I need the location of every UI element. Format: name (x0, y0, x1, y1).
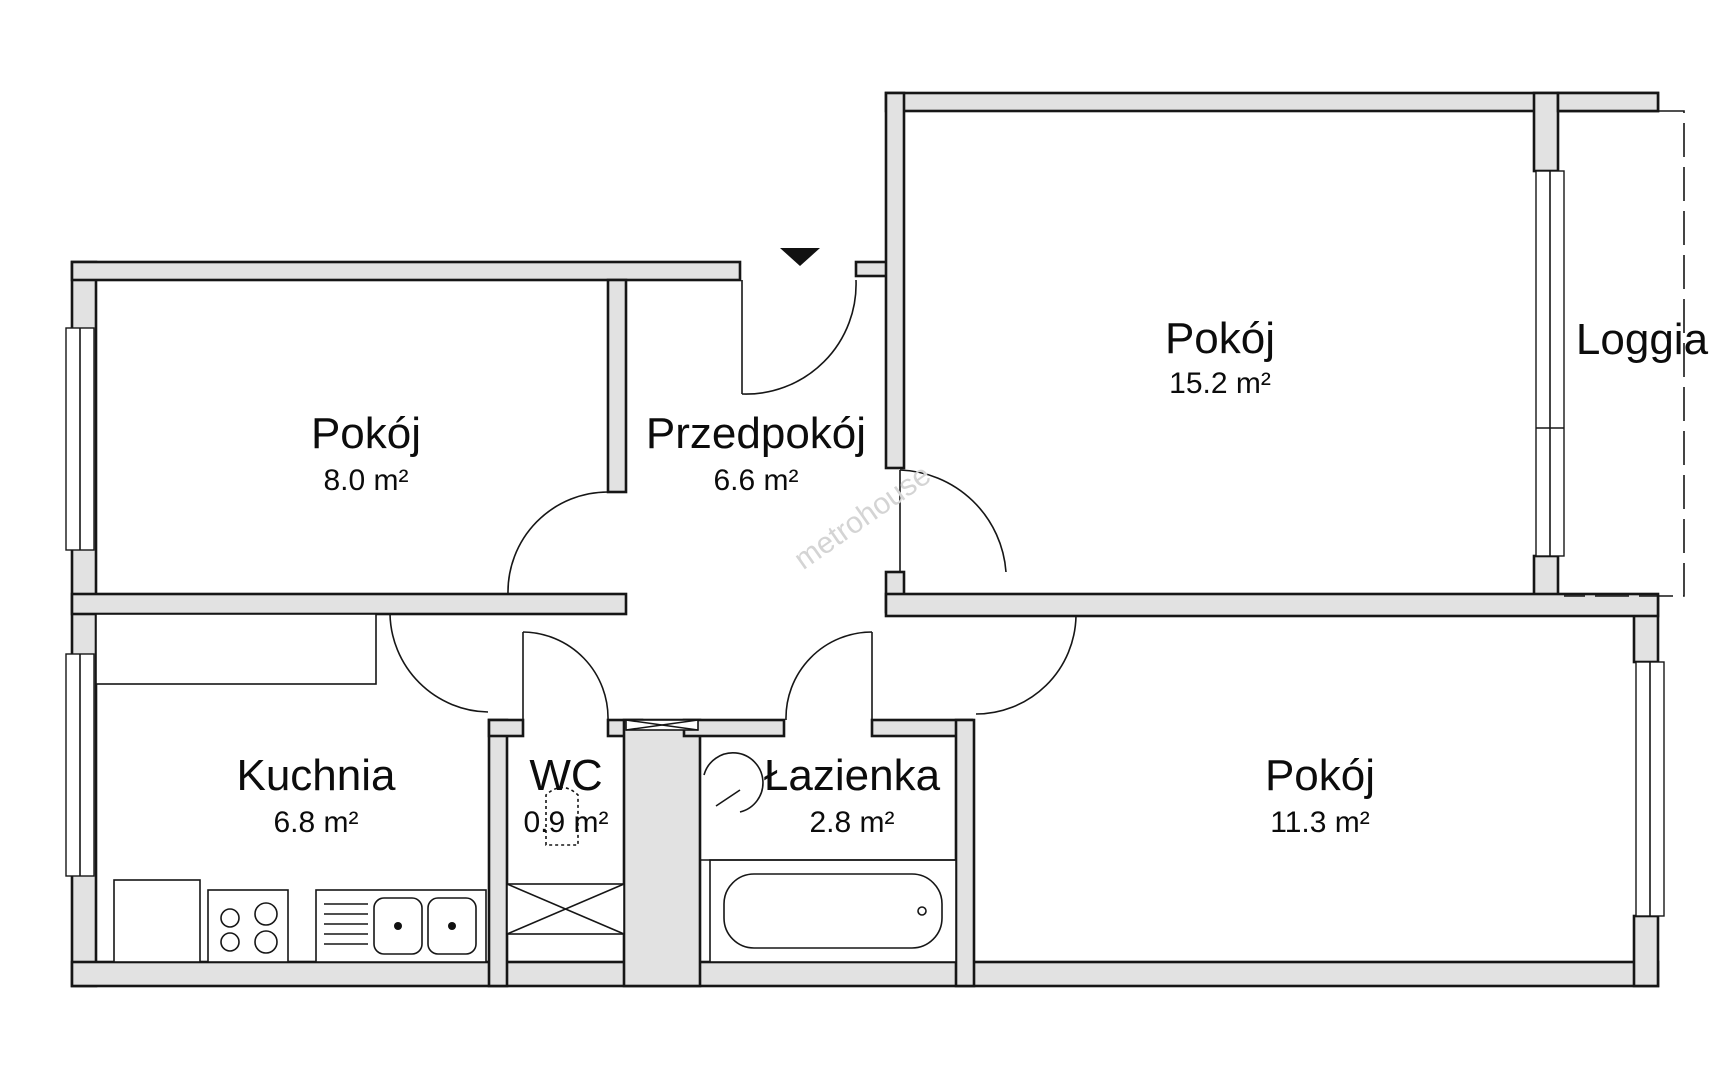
kitchen-upper-cabinet (95, 613, 377, 685)
room-area-przedpokoj: 6.6 m² (713, 464, 798, 497)
room-area-pokoj-nw: 8.0 m² (323, 464, 408, 497)
doors (389, 248, 1077, 731)
room-name-lazienka: Łazienka (764, 751, 941, 800)
kitchen-cabinet (113, 879, 201, 963)
room-name-loggia: Loggia (1576, 315, 1709, 364)
loggia-outline (1564, 110, 1685, 597)
room-name-przedpokoj: Przedpokój (646, 409, 866, 458)
room-labels: Pokój 8.0 m² Przedpokój 6.6 m² Pokój 15.… (236, 314, 1708, 839)
stove (207, 889, 289, 963)
room-area-kuchnia: 6.8 m² (273, 806, 358, 839)
toilet (545, 786, 579, 846)
windows (65, 110, 1685, 917)
room-area-pokoj-se: 11.3 m² (1270, 806, 1369, 839)
room-area-lazienka: 2.8 m² (809, 806, 894, 839)
walls (70, 91, 1660, 988)
room-name-pokoj-se: Pokój (1265, 751, 1375, 800)
room-name-pokoj-ne: Pokój (1165, 314, 1275, 363)
bathroom-sink (703, 752, 764, 813)
room-name-pokoj-nw: Pokój (311, 409, 421, 458)
fixtures (95, 613, 957, 963)
room-area-pokoj-ne: 15.2 m² (1169, 367, 1271, 400)
room-name-kuchnia: Kuchnia (236, 751, 396, 800)
entrance-arrow-icon (780, 248, 820, 266)
room-name-wc: WC (529, 751, 602, 800)
bathtub (709, 859, 957, 963)
room-area-wc: 0.9 m² (523, 806, 608, 839)
watermark-text: metrohouse (788, 458, 937, 576)
